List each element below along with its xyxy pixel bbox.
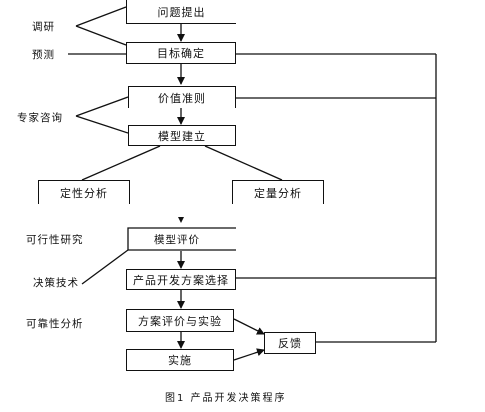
choice-box: 产品开发方案选择 bbox=[126, 269, 236, 290]
plan-eval-box: 方案评价与实验 bbox=[126, 309, 234, 332]
feedback-box: 反馈 bbox=[264, 332, 316, 354]
problem-box: 问题提出 bbox=[126, 0, 236, 24]
reliability-label: 可靠性分析 bbox=[26, 318, 84, 330]
target-box: 目标确定 bbox=[126, 42, 236, 64]
expert-label: 专家咨询 bbox=[17, 112, 63, 124]
model-build-box: 模型建立 bbox=[128, 125, 236, 146]
feasibility-label: 可行性研究 bbox=[26, 234, 84, 246]
implement-box: 实施 bbox=[126, 349, 234, 371]
model-eval-label: 模型评价 bbox=[154, 234, 200, 246]
qualitative-box: 定性分析 bbox=[38, 180, 130, 204]
forecast-label: 预测 bbox=[32, 49, 55, 61]
figure-caption: 图1 产品开发决策程序 bbox=[165, 393, 287, 404]
value-box: 价值准则 bbox=[128, 86, 236, 108]
decision-tech-label: 决策技术 bbox=[33, 277, 79, 289]
small-arrowhead-icon bbox=[178, 217, 184, 223]
quantitative-box: 定量分析 bbox=[232, 180, 324, 204]
research-label: 调研 bbox=[32, 21, 55, 33]
